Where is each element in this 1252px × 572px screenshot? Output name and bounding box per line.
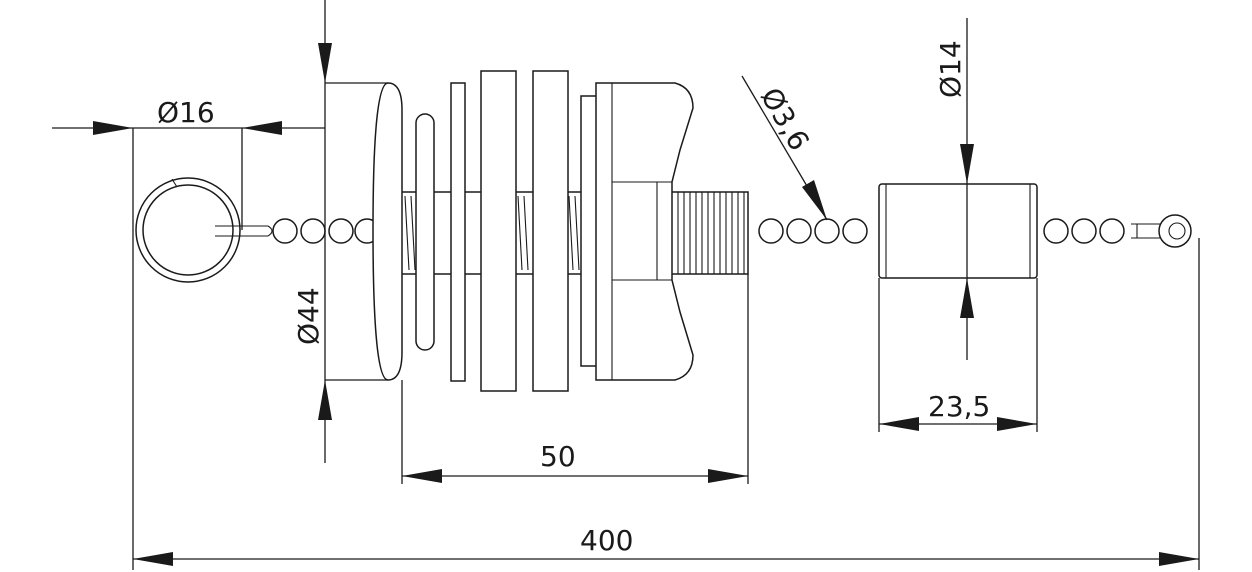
dim-plug-diameter: Ø44 — [292, 0, 388, 463]
dim-ring-diameter: Ø16 — [52, 96, 325, 570]
dim-ring-diameter-label: Ø16 — [157, 96, 215, 129]
dim-thread-length-label: 50 — [540, 440, 576, 473]
stopper-disc — [372, 82, 403, 381]
dim-plug-diameter-label: Ø44 — [292, 287, 325, 345]
dim-thread-length: 50 — [401, 274, 749, 484]
washer-ring — [415, 113, 435, 351]
dim-weight-length: 23,5 — [878, 278, 1038, 432]
dim-weight-length-label: 23,5 — [928, 390, 990, 423]
ball-chain-right — [1043, 218, 1125, 244]
plug-assembly — [372, 70, 749, 392]
end-clip — [1131, 214, 1192, 248]
flat-washer-thin — [450, 82, 466, 382]
nut-washer — [580, 95, 598, 367]
dim-weight-diameter: Ø14 — [934, 18, 974, 360]
key-ring — [135, 177, 241, 283]
dim-total-length-label: 400 — [580, 524, 633, 557]
cylinder-weight — [878, 183, 1038, 279]
ball-chain-left — [272, 218, 380, 244]
dim-weight-diameter-label: Ø14 — [934, 40, 967, 98]
dim-ball-diameter: Ø3,6 — [741, 75, 828, 221]
flat-washer-1 — [480, 70, 517, 392]
flat-washer-2 — [532, 70, 569, 392]
ball-chain-middle — [758, 218, 868, 244]
dim-ball-diameter-label: Ø3,6 — [754, 82, 816, 156]
dim-total-length: 400 — [133, 238, 1200, 570]
